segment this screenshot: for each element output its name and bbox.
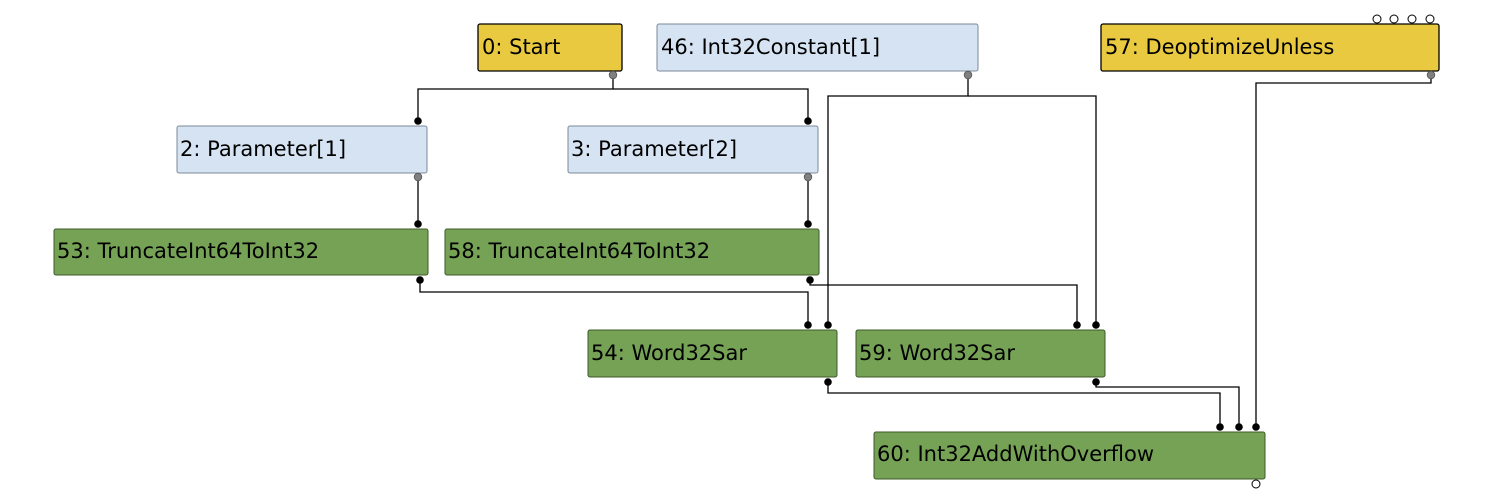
unconnected-output-port[interactable] [1251, 479, 1261, 489]
node-parameter-1[interactable]: 2: Parameter[1] [176, 125, 428, 174]
output-port[interactable] [413, 172, 423, 182]
edge-start-to-parameter1 [417, 76, 614, 119]
output-port[interactable] [803, 172, 813, 182]
node-word32sar-54[interactable]: 54: Word32Sar [587, 329, 838, 378]
unconnected-input-port[interactable] [1372, 14, 1382, 24]
input-port[interactable] [804, 117, 812, 125]
input-port[interactable] [1216, 423, 1224, 431]
output-port[interactable] [416, 276, 424, 284]
node-label: 0: Start [482, 35, 560, 59]
unconnected-ports [1251, 14, 1435, 489]
value-output-ports [416, 276, 1100, 386]
edge-truncate58-to-word32sar59 [809, 280, 1078, 322]
edge-int32constant-to-word32sar59 [968, 95, 1097, 322]
node-truncate-58[interactable]: 58: TruncateInt64ToInt32 [444, 228, 820, 276]
unconnected-input-port[interactable] [1407, 14, 1417, 24]
edge-word32sar54-to-addoverflow [827, 382, 1221, 425]
node-int32constant[interactable]: 46: Int32Constant[1] [656, 23, 979, 72]
node-word32sar-59[interactable]: 59: Word32Sar [855, 329, 1106, 378]
edge-int32constant-to-word32sar54 [827, 76, 969, 322]
output-port[interactable] [963, 70, 973, 80]
input-port[interactable] [1252, 423, 1260, 431]
input-port[interactable] [414, 117, 422, 125]
output-port[interactable] [1092, 378, 1100, 386]
input-port[interactable] [804, 321, 812, 329]
output-port[interactable] [806, 276, 814, 284]
node-deoptimize-unless[interactable]: 57: DeoptimizeUnless [1100, 23, 1440, 72]
input-ports [414, 117, 1260, 431]
output-port[interactable] [1426, 70, 1436, 80]
edge-deoptimize-to-addoverflow [1255, 76, 1432, 425]
node-label: 60: Int32AddWithOverflow [877, 442, 1154, 466]
node-truncate-53[interactable]: 53: TruncateInt64ToInt32 [53, 228, 429, 276]
node-label: 58: TruncateInt64ToInt32 [448, 239, 710, 263]
node-label: 2: Parameter[1] [180, 137, 346, 161]
output-port[interactable] [608, 70, 618, 80]
node-start[interactable]: 0: Start [477, 23, 623, 72]
node-parameter-2[interactable]: 3: Parameter[2] [567, 125, 819, 174]
node-label: 57: DeoptimizeUnless [1105, 35, 1334, 59]
node-label: 3: Parameter[2] [571, 137, 737, 161]
edge-word32sar59-to-addoverflow [1095, 382, 1240, 425]
input-port[interactable] [1073, 321, 1081, 329]
node-label: 54: Word32Sar [591, 341, 747, 365]
input-port[interactable] [414, 220, 422, 228]
input-port[interactable] [804, 220, 812, 228]
node-label: 59: Word32Sar [859, 341, 1015, 365]
node-label: 53: TruncateInt64ToInt32 [57, 239, 319, 263]
input-port[interactable] [1092, 321, 1100, 329]
input-port[interactable] [1235, 423, 1243, 431]
output-ports [413, 70, 1436, 182]
unconnected-input-port[interactable] [1389, 14, 1399, 24]
edge-truncate53-to-word32sar54 [419, 280, 809, 322]
node-int32-add-with-overflow[interactable]: 60: Int32AddWithOverflow [873, 431, 1266, 480]
node-label: 46: Int32Constant[1] [661, 35, 880, 59]
edge-start-to-parameter2 [613, 88, 809, 119]
input-port[interactable] [824, 321, 832, 329]
output-port[interactable] [824, 378, 832, 386]
unconnected-input-port[interactable] [1425, 14, 1435, 24]
